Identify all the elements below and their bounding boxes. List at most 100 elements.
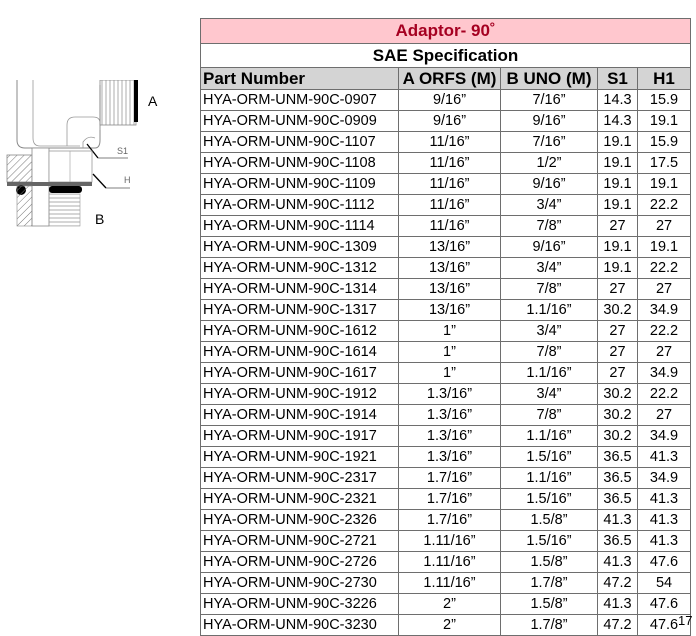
cell-s1: 19.1 [597,173,638,195]
cell-a-orfs: 1.3/16” [398,446,501,468]
cell-b-uno: 3/4” [500,194,598,216]
cell-a-orfs: 2” [398,614,501,636]
cell-b-uno: 1.1/16” [500,362,598,384]
cell-a-orfs: 11/16” [398,194,501,216]
cell-a-orfs: 1.3/16” [398,404,501,426]
cell-s1: 36.5 [597,446,638,468]
cell-s1: 36.5 [597,530,638,552]
cell-s1: 19.1 [597,257,638,279]
cell-part-number: HYA-ORM-UNM-90C-2326 [200,509,399,531]
cell-b-uno: 7/16” [500,89,598,111]
cell-part-number: HYA-ORM-UNM-90C-1314 [200,278,399,300]
cell-part-number: HYA-ORM-UNM-90C-1912 [200,383,399,405]
cell-h1: 41.3 [636,446,692,468]
cell-h1: 19.1 [636,236,692,258]
cell-a-orfs: 11/16” [398,131,501,153]
cell-s1: 47.2 [597,614,638,636]
cell-b-uno: 1/2” [500,152,598,174]
cell-h1: 27 [636,341,692,363]
cell-h1: 27 [636,278,692,300]
cell-h1: 34.9 [636,467,692,489]
cell-b-uno: 1.7/8” [500,614,598,636]
port-a-label: A [148,93,158,109]
cell-h1: 47.6 [636,593,692,615]
column-header-s1: S1 [597,67,638,90]
cell-s1: 19.1 [597,152,638,174]
cell-h1: 47.6 [636,551,692,573]
cell-part-number: HYA-ORM-UNM-90C-3230 [200,614,399,636]
cell-b-uno: 1.5/8” [500,551,598,573]
cell-a-orfs: 1.3/16” [398,383,501,405]
s1-label: S1 [117,146,128,156]
column-header-part-number: Part Number [200,67,399,90]
cell-part-number: HYA-ORM-UNM-90C-1914 [200,404,399,426]
cell-s1: 27 [597,278,638,300]
cell-s1: 36.5 [597,488,638,510]
cell-b-uno: 7/8” [500,215,598,237]
cell-part-number: HYA-ORM-UNM-90C-2726 [200,551,399,573]
adaptor-diagram: A S1 H B [0,79,200,240]
adaptor-spec-table: Adaptor- 90˚ SAE Specification Part Numb… [199,18,692,636]
cell-s1: 30.2 [597,383,638,405]
cell-b-uno: 1.5/16” [500,530,598,552]
cell-h1: 22.2 [636,383,692,405]
cell-part-number: HYA-ORM-UNM-90C-1317 [200,299,399,321]
cell-a-orfs: 1.7/16” [398,509,501,531]
cell-s1: 27 [597,320,638,342]
cell-part-number: HYA-ORM-UNM-90C-2317 [200,467,399,489]
cell-h1: 19.1 [636,173,692,195]
cell-b-uno: 7/8” [500,278,598,300]
cell-s1: 27 [597,215,638,237]
cell-part-number: HYA-ORM-UNM-90C-3226 [200,593,399,615]
cell-part-number: HYA-ORM-UNM-90C-2321 [200,488,399,510]
cell-a-orfs: 1” [398,320,501,342]
cell-b-uno: 1.1/16” [500,467,598,489]
cell-part-number: HYA-ORM-UNM-90C-0909 [200,110,399,132]
cell-b-uno: 1.1/16” [500,425,598,447]
cell-h1: 17.5 [636,152,692,174]
cell-part-number: HYA-ORM-UNM-90C-1614 [200,341,399,363]
cell-h1: 15.9 [636,89,692,111]
cell-a-orfs: 1.7/16” [398,488,501,510]
table-subtitle: SAE Specification [199,43,692,68]
cell-h1: 15.9 [636,131,692,153]
cell-s1: 19.1 [597,194,638,216]
elbow-fitting-drawing-icon: A S1 H B [6,79,158,227]
cell-h1: 41.3 [636,530,692,552]
cell-h1: 27 [636,215,692,237]
cell-b-uno: 1.5/16” [500,488,598,510]
port-b-label: B [95,211,104,227]
cell-b-uno: 1.1/16” [500,299,598,321]
column-header-b-uno: B UNO (M) [500,67,598,90]
cell-a-orfs: 13/16” [398,257,501,279]
cell-h1: 54 [636,572,692,594]
table-title: Adaptor- 90˚ [199,18,692,44]
cell-h1: 41.3 [636,488,692,510]
cell-s1: 27 [597,362,638,384]
cell-part-number: HYA-ORM-UNM-90C-1312 [200,257,399,279]
cell-b-uno: 7/16” [500,131,598,153]
cell-b-uno: 3/4” [500,383,598,405]
cell-s1: 27 [597,341,638,363]
cell-a-orfs: 9/16” [398,110,501,132]
cell-b-uno: 7/8” [500,341,598,363]
cell-s1: 30.2 [597,404,638,426]
cell-s1: 19.1 [597,131,638,153]
